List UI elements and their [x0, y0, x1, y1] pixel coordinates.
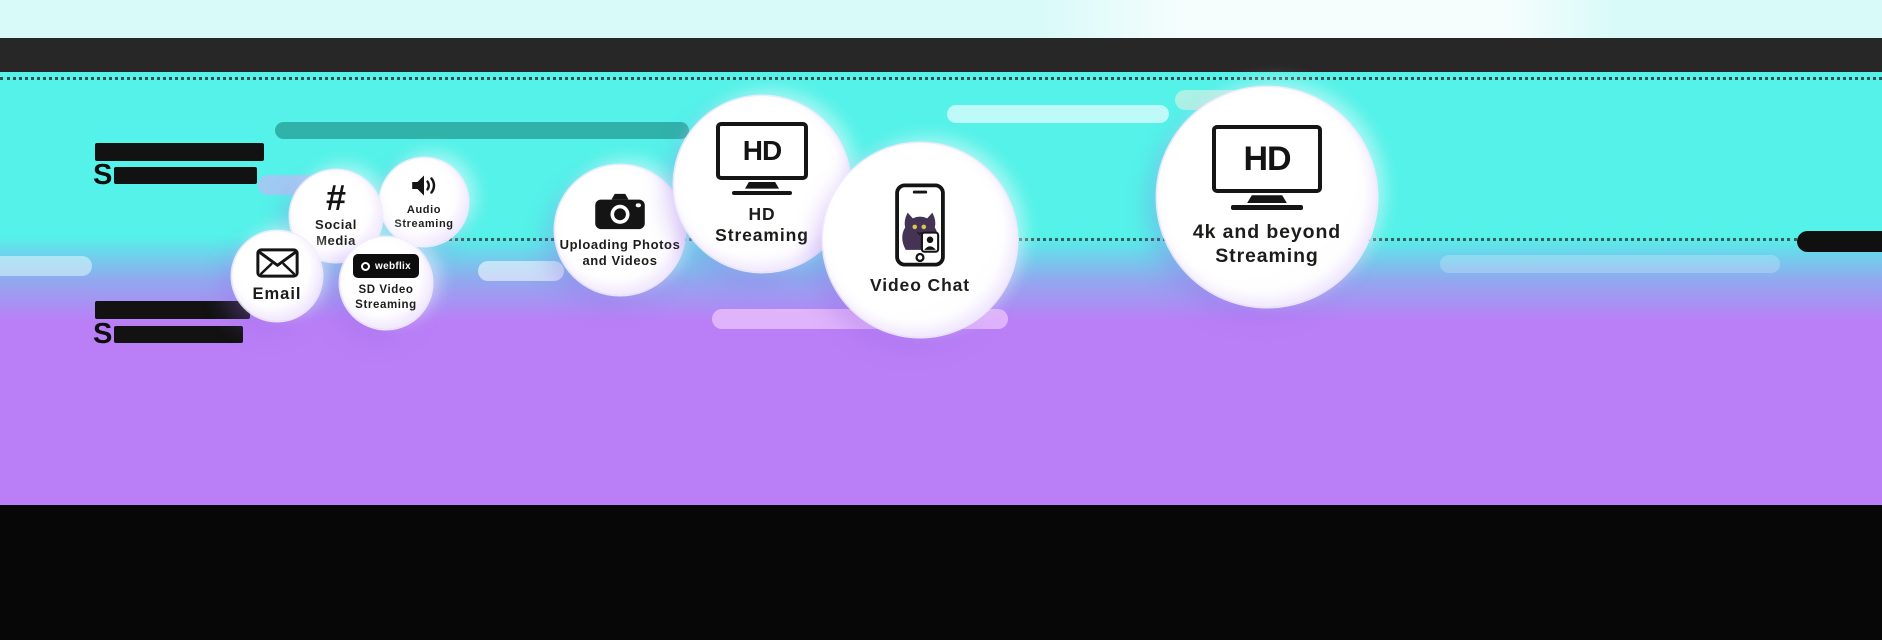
bubble-label: Audio — [406, 204, 442, 217]
hd-tv-icon: HD — [1212, 125, 1322, 211]
bubble-4k-streaming: HD 4k and beyond Streaming — [1157, 87, 1377, 307]
top-pale-strip — [0, 0, 1882, 40]
top-dark-bar — [0, 38, 1882, 72]
speaker-icon — [410, 173, 438, 198]
bubble-label: Streaming — [394, 217, 454, 230]
decor-pill-white-top — [947, 105, 1169, 123]
tv-stand-base — [1231, 205, 1303, 211]
decor-pill-teal — [275, 122, 689, 139]
decor-pill-white-mid — [478, 261, 564, 281]
bubble-label: Media — [316, 232, 356, 248]
redacted-heading-bar-bottom-1 — [95, 301, 250, 319]
bubble-label: and Videos — [582, 253, 658, 268]
bubble-label: Video Chat — [869, 275, 971, 296]
bubble-label: HD — [748, 203, 776, 224]
camera-icon — [594, 191, 646, 231]
bubble-label: Streaming — [1215, 245, 1319, 267]
envelope-icon — [255, 248, 299, 278]
bubble-email: Email — [232, 231, 322, 321]
webflix-badge-text: webflix — [375, 260, 411, 272]
smartphone-video-call-icon — [894, 183, 946, 267]
redacted-heading-bar-top-2 — [114, 167, 257, 184]
bubble-audio-streaming: Audio Streaming — [380, 158, 468, 246]
redacted-right-edge-pill — [1797, 231, 1882, 252]
bubble-label: Email — [252, 284, 302, 303]
hashtag-icon: # — [325, 177, 347, 219]
tv-screen-label: HD — [1212, 125, 1322, 194]
redacted-heading-bar-top-1 — [95, 143, 264, 161]
dotted-line-top — [0, 77, 1882, 80]
hd-tv-icon: HD — [716, 121, 808, 195]
bubble-sd-video-streaming: webflix SD Video Streaming — [340, 237, 432, 329]
heading-initial-top: S — [93, 159, 113, 191]
webflix-logo-ring-icon — [361, 261, 370, 271]
bubble-label: 4k and beyond — [1192, 221, 1342, 244]
tv-stand — [745, 181, 779, 189]
bubble-label: Social — [315, 216, 357, 232]
bubble-label: Streaming — [715, 225, 809, 245]
tv-stand — [1247, 195, 1287, 204]
redacted-heading-bar-bottom-2 — [114, 326, 243, 343]
decor-pill-cyan-left — [0, 256, 92, 276]
decor-pill-white-right — [1440, 255, 1780, 273]
tv-screen-label: HD — [716, 121, 808, 180]
heading-initial-bottom: S — [93, 318, 113, 350]
bottom-dark-bar — [0, 505, 1882, 640]
bubble-label: Streaming — [355, 298, 417, 311]
bubble-uploading-photos: Uploading Photos and Videos — [555, 165, 685, 295]
webflix-badge: webflix — [353, 254, 419, 279]
bubble-video-chat: Video Chat — [823, 143, 1017, 337]
tv-stand-base — [732, 190, 792, 195]
bubble-hd-streaming: HD HD Streaming — [674, 96, 850, 272]
dotted-line-middle — [430, 238, 1797, 241]
bubble-label: SD Video — [358, 284, 414, 297]
bubble-label: Uploading Photos — [559, 237, 681, 253]
